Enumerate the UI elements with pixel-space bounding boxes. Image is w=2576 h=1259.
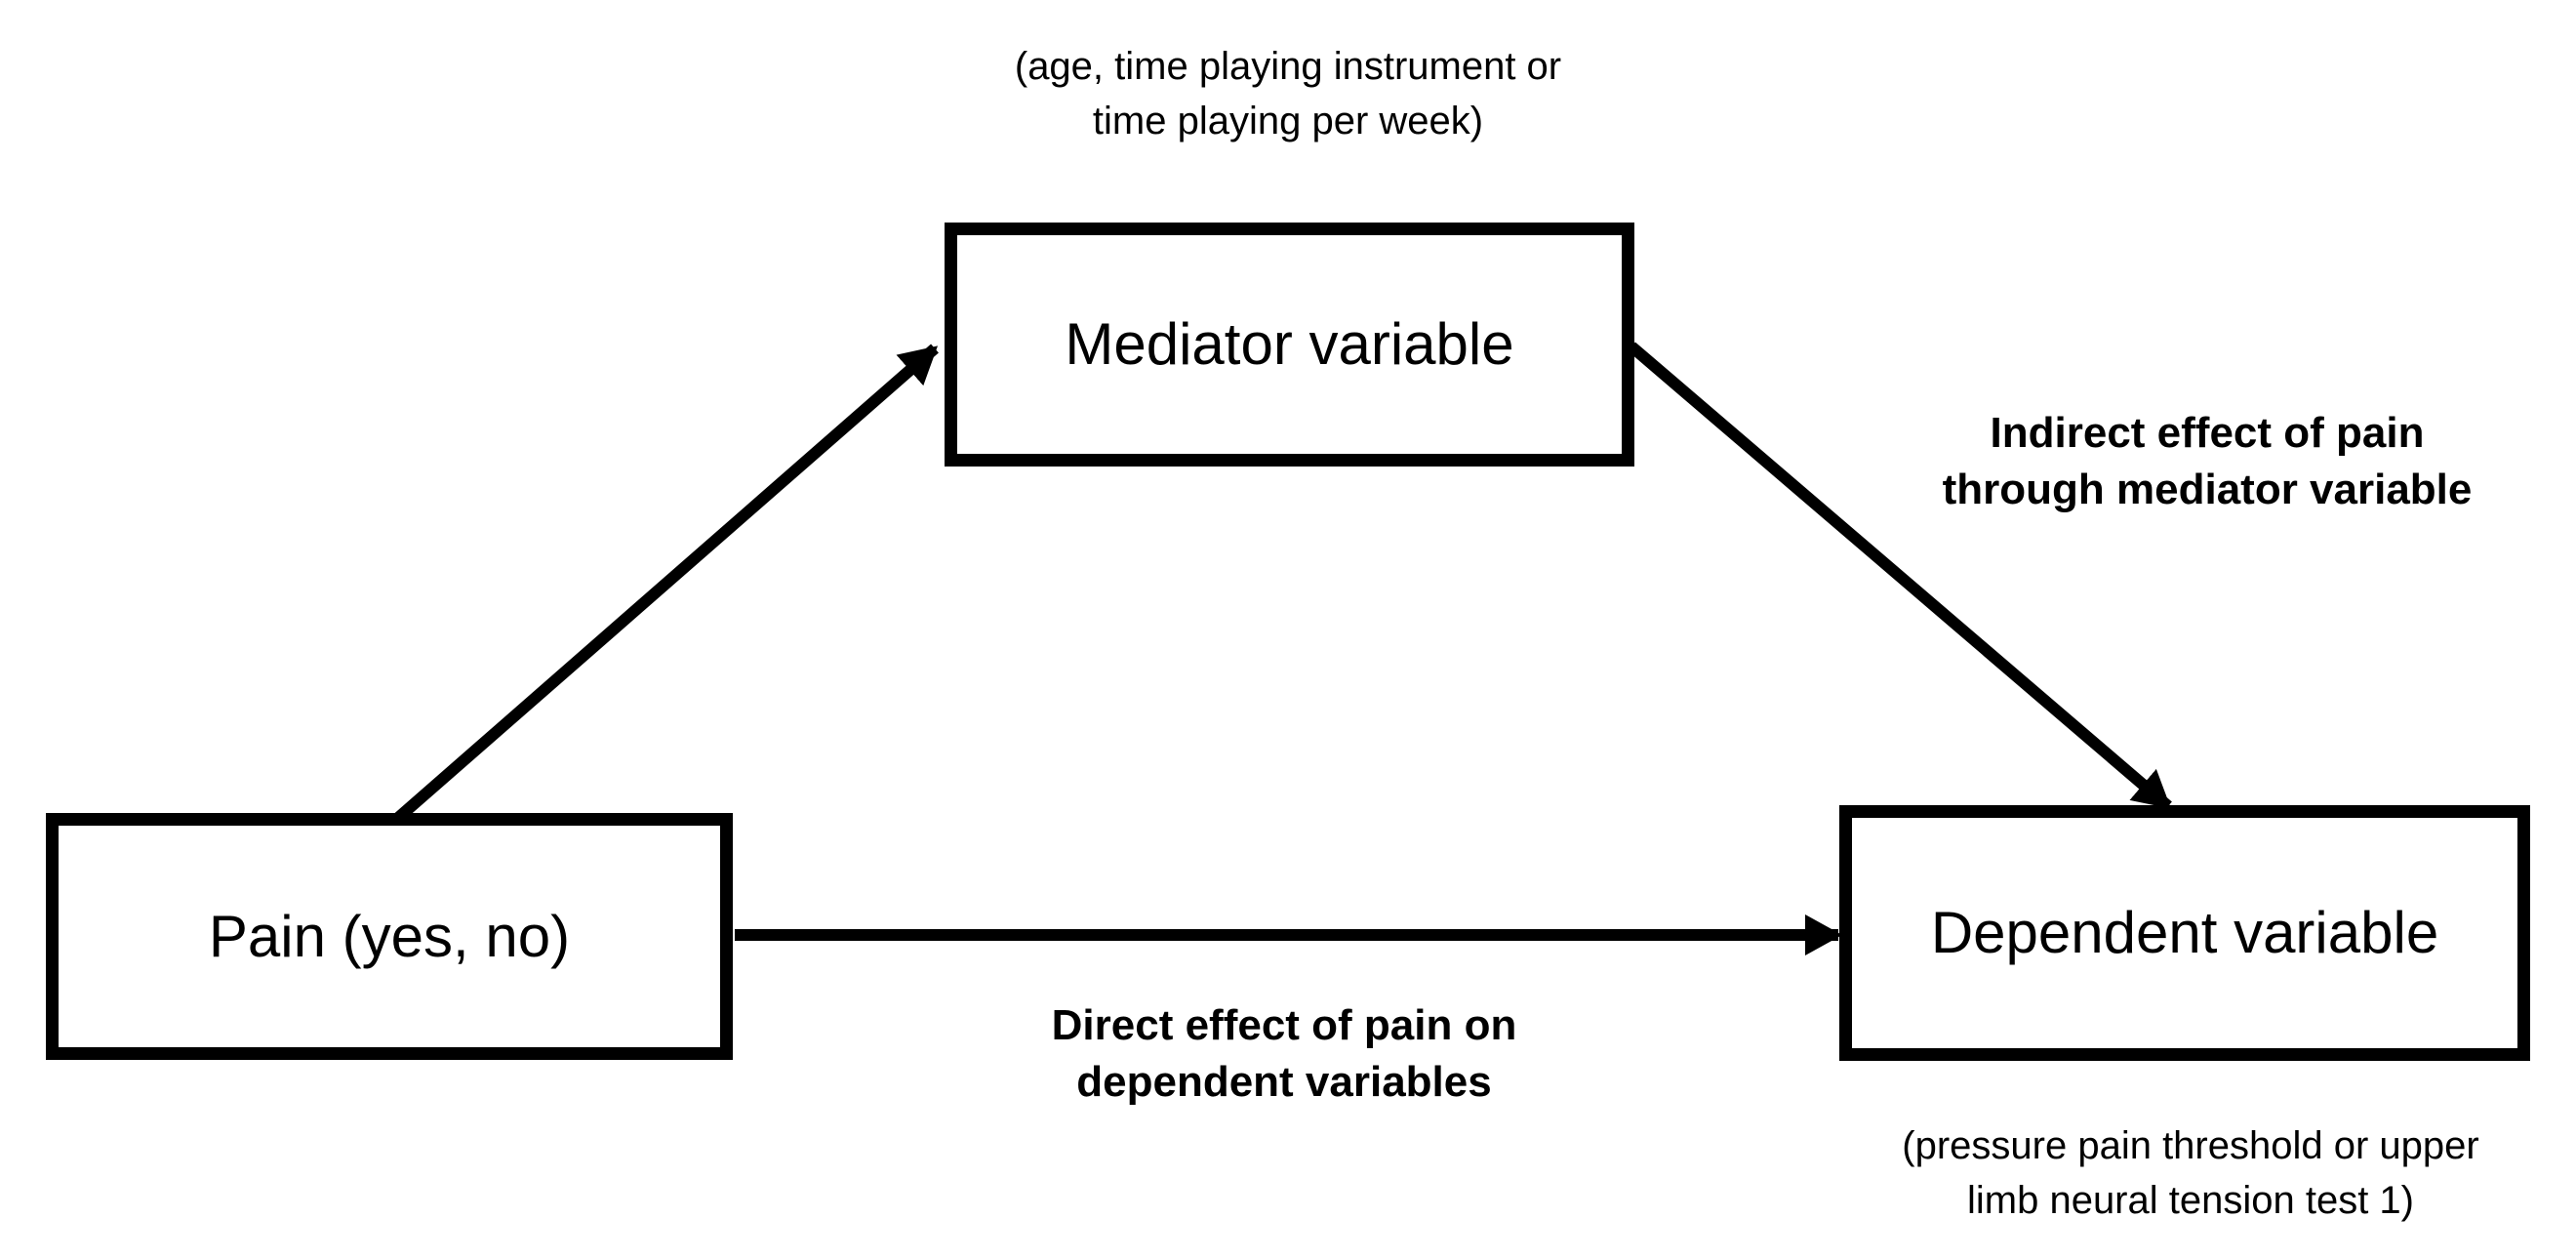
dependent-variable-label: Dependent variable	[1930, 900, 2439, 965]
pain-node: Pain (yes, no)	[46, 813, 733, 1060]
annotation-line: (pressure pain threshold or upper	[1902, 1124, 2479, 1167]
dependent-examples-annotation: (pressure pain threshold or upper limb n…	[1902, 1118, 2478, 1228]
direct-effect-label: Direct effect of pain on dependent varia…	[1052, 997, 1517, 1111]
arrow-mediator-to-dependent	[1628, 342, 2172, 811]
annotation-line: time playing per week)	[1092, 100, 1484, 142]
annotation-line: limb neural tension test 1)	[1966, 1179, 2415, 1222]
annotation-line: (age, time playing instrument or	[1014, 45, 1562, 88]
mediator-examples-annotation: (age, time playing instrument or time pl…	[1015, 39, 1561, 148]
edge-label-line: dependent variables	[1076, 1058, 1492, 1106]
dependent-variable-node: Dependent variable	[1839, 805, 2530, 1061]
pain-label: Pain (yes, no)	[208, 903, 571, 969]
edge-label-line: Direct effect of pain on	[1051, 1001, 1517, 1049]
mediator-variable-node: Mediator variable	[945, 223, 1634, 467]
arrow-pain-to-mediator	[394, 344, 939, 823]
indirect-effect-label: Indirect effect of pain through mediator…	[1943, 405, 2473, 518]
edge-label-line: Indirect effect of pain	[1990, 409, 2425, 457]
mediator-variable-label: Mediator variable	[1065, 311, 1514, 377]
edge-label-line: through mediator variable	[1942, 466, 2473, 513]
